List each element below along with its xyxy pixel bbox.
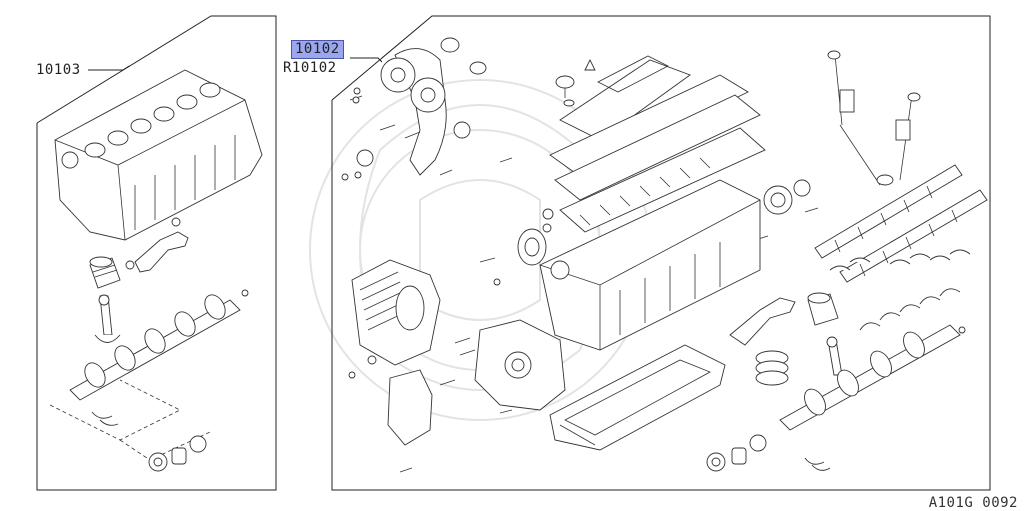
piston-rings — [755, 350, 789, 386]
oil-pan — [549, 344, 726, 451]
short-block-leader — [88, 65, 130, 71]
full-engine-part-label[interactable]: 10102 — [291, 40, 344, 59]
full-engine-frame — [331, 15, 991, 491]
piston — [89, 256, 135, 289]
short-block-panel — [36, 15, 277, 491]
engine-crankshaft — [779, 324, 966, 431]
piston-and-rod — [807, 292, 843, 376]
short-block-frame — [36, 15, 277, 491]
front-seals — [706, 434, 831, 472]
cylinder-head-assembly — [549, 55, 766, 233]
rear-seal-housing — [763, 179, 811, 215]
oil-pickup — [729, 297, 796, 346]
connecting-rod — [94, 294, 121, 343]
oil-strainer — [134, 231, 189, 273]
short-block-part-label[interactable]: 10103 — [36, 62, 81, 78]
timing-cover — [351, 259, 441, 366]
lower-cover — [387, 369, 433, 446]
timing-belt — [380, 37, 487, 176]
front-cover — [474, 319, 566, 411]
bearing-shells — [829, 249, 971, 331]
bolts — [341, 87, 819, 473]
cylinder-block — [54, 69, 263, 241]
full-engine-panel — [331, 15, 991, 491]
camshafts — [814, 164, 988, 283]
main-bearings — [49, 379, 211, 472]
figure-code: A101G 0092 — [928, 495, 1018, 511]
full-engine-leader — [350, 57, 383, 63]
crankshaft — [69, 289, 249, 401]
full-engine-alt-part-label[interactable]: R10102 — [283, 60, 337, 76]
engine-block — [517, 179, 761, 351]
valves — [827, 50, 921, 186]
